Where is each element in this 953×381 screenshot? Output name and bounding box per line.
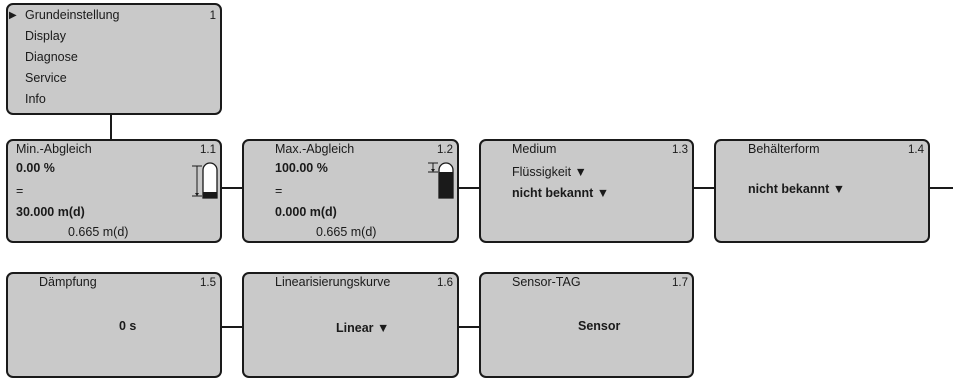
menu-item-service[interactable]: Service [25, 71, 67, 85]
sensor-tag-value[interactable]: Sensor [578, 319, 621, 333]
box-title: Max.-Abgleich [275, 142, 355, 156]
sensor-tag-box[interactable]: Sensor-TAG 1.7 Sensor [479, 272, 694, 378]
linearization-select[interactable]: Linear ▼ [336, 321, 390, 335]
medium-box[interactable]: Medium 1.3 Flüssigkeit ▼ nicht bekannt ▼ [479, 139, 694, 243]
menu-item-display[interactable]: Display [25, 29, 66, 43]
box-number: 1.7 [672, 277, 688, 289]
connector-1-3-to-1-4 [694, 187, 714, 189]
box-number: 1.3 [672, 144, 688, 156]
box-title: Min.-Abgleich [16, 142, 92, 156]
connector-1-5-to-1-6 [222, 326, 242, 328]
current-value: 0.665 m(d) [68, 225, 129, 239]
main-menu-box: ▶ 1 Grundeinstellung Display Diagnose Se… [6, 3, 222, 115]
current-value: 0.665 m(d) [316, 225, 377, 239]
menu-item-info[interactable]: Info [25, 92, 46, 106]
percent-value: 0.00 % [16, 161, 55, 175]
vessel-shape-box[interactable]: Behälterform 1.4 nicht bekannt ▼ [714, 139, 930, 243]
vessel-empty-icon [192, 162, 218, 199]
box-number: 1.2 [437, 144, 453, 156]
menu-item-grundeinstellung[interactable]: Grundeinstellung [25, 8, 120, 22]
box-title: Behälterform [748, 142, 820, 156]
percent-value: 100.00 % [275, 161, 328, 175]
box-title: Linearisierungskurve [275, 275, 391, 289]
equals-sign: = [16, 184, 24, 198]
connector-menu-down [110, 114, 112, 140]
connector-1-4-continue [930, 187, 953, 189]
damping-box[interactable]: Dämpfung 1.5 0 s [6, 272, 222, 378]
connector-1-6-to-1-7 [459, 326, 479, 328]
connector-1-2-to-1-3 [459, 187, 479, 189]
damping-value[interactable]: 0 s [119, 319, 137, 333]
box-number: 1.1 [200, 144, 216, 156]
max-adjustment-box[interactable]: Max.-Abgleich 1.2 100.00 % = 0.000 m(d) … [242, 139, 459, 243]
connector-1-1-to-1-2 [222, 187, 242, 189]
box-number: 1.4 [908, 144, 924, 156]
menu-item-diagnose[interactable]: Diagnose [25, 50, 78, 64]
selection-arrow-icon: ▶ [9, 10, 17, 21]
distance-value[interactable]: 0.000 m(d) [275, 205, 337, 219]
medium-property-select[interactable]: nicht bekannt ▼ [512, 186, 610, 200]
vessel-shape-select[interactable]: nicht bekannt ▼ [748, 182, 846, 196]
menu-number: 1 [209, 10, 216, 22]
equals-sign: = [275, 184, 283, 198]
medium-type-select[interactable]: Flüssigkeit ▼ [512, 165, 587, 179]
box-number: 1.6 [437, 277, 453, 289]
box-number: 1.5 [200, 277, 216, 289]
distance-value[interactable]: 30.000 m(d) [16, 205, 85, 219]
linearization-box[interactable]: Linearisierungskurve 1.6 Linear ▼ [242, 272, 459, 378]
box-title: Dämpfung [39, 275, 97, 289]
box-title: Medium [512, 142, 557, 156]
box-title: Sensor-TAG [512, 275, 581, 289]
vessel-full-icon [428, 162, 454, 199]
min-adjustment-box[interactable]: Min.-Abgleich 1.1 0.00 % = 30.000 m(d) 0… [6, 139, 222, 243]
